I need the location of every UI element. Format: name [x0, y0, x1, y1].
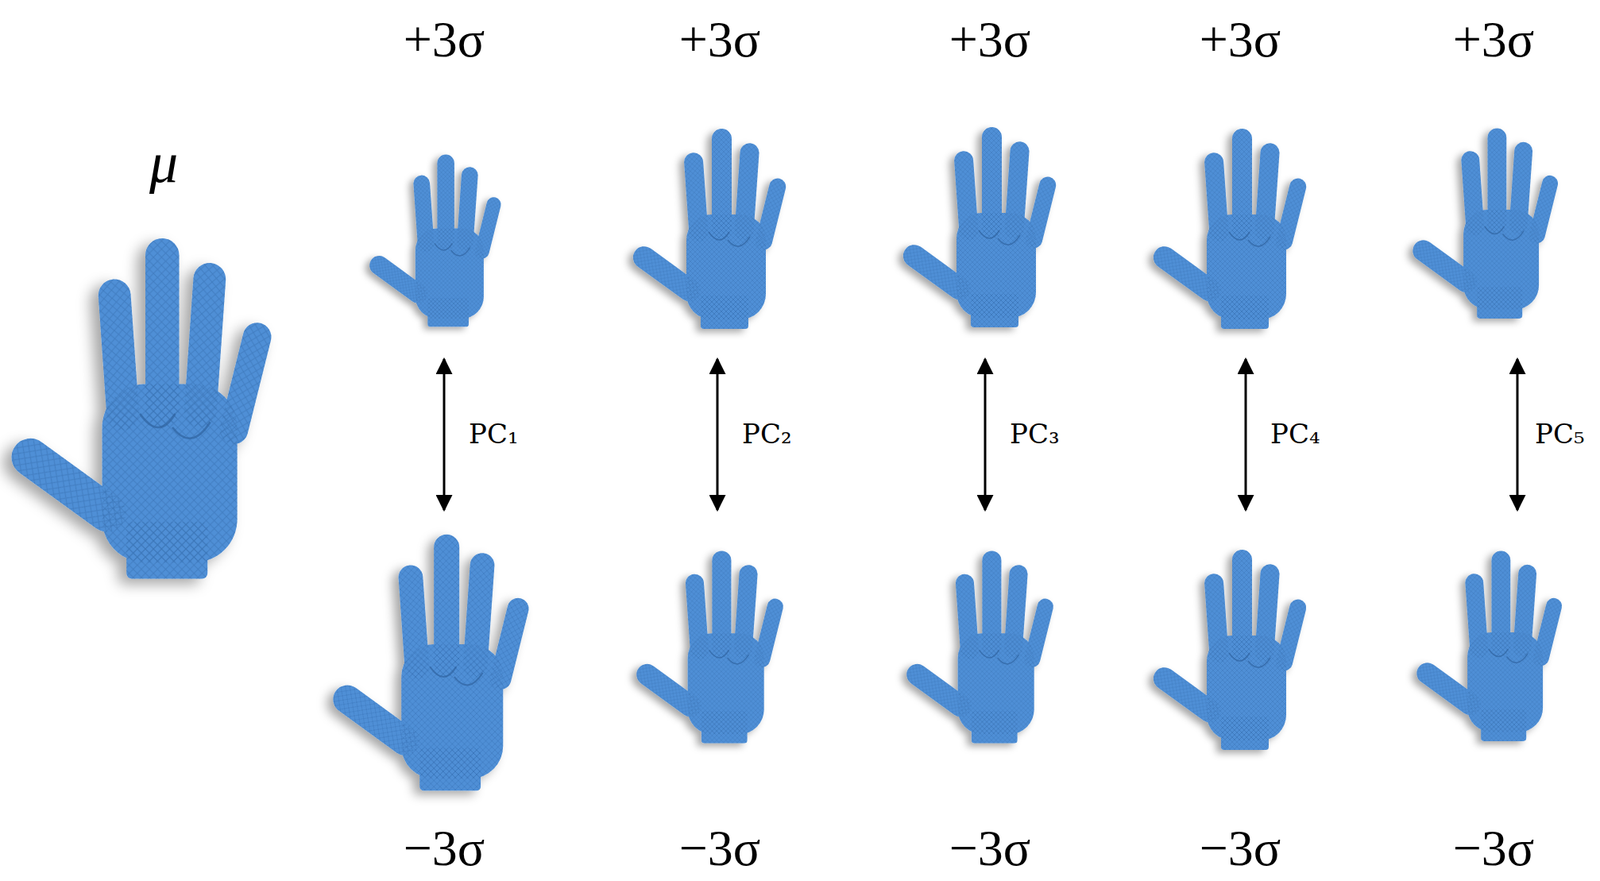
double-arrow	[1244, 359, 1248, 511]
component-label: PC₂	[740, 420, 794, 448]
sigma-label: +3σ	[1199, 14, 1282, 66]
hand-minus	[1412, 551, 1564, 742]
hand-plus	[628, 128, 788, 329]
sigma-label: −3σ	[403, 823, 486, 874]
mean-label: μ	[149, 134, 178, 192]
double-arrow	[1516, 359, 1519, 511]
sigma-label: −3σ	[949, 823, 1032, 874]
component-label: PC₁	[467, 420, 521, 448]
sigma-label: −3σ	[679, 823, 762, 874]
double-arrow	[984, 359, 987, 511]
hand-plus	[1408, 128, 1560, 319]
sigma-label: +3σ	[679, 14, 762, 66]
component-label: PC₃	[1008, 420, 1062, 448]
hand-minus	[902, 551, 1056, 744]
component-label: PC₄	[1268, 420, 1322, 448]
hand-plus	[1148, 128, 1308, 329]
component-label: PC₅	[1533, 420, 1587, 448]
hand-minus	[327, 534, 531, 792]
mean-hand	[3, 238, 275, 579]
sigma-label: +3σ	[403, 14, 486, 66]
double-arrow	[443, 359, 446, 511]
hand-plus	[898, 127, 1058, 328]
hand-minus	[632, 551, 785, 744]
hand-plus	[365, 154, 503, 328]
hand-minus	[1148, 549, 1308, 750]
sigma-label: −3σ	[1453, 823, 1535, 874]
sigma-label: −3σ	[1199, 823, 1282, 874]
sigma-label: +3σ	[1453, 14, 1535, 66]
double-arrow	[716, 359, 719, 511]
sigma-label: +3σ	[949, 14, 1032, 66]
